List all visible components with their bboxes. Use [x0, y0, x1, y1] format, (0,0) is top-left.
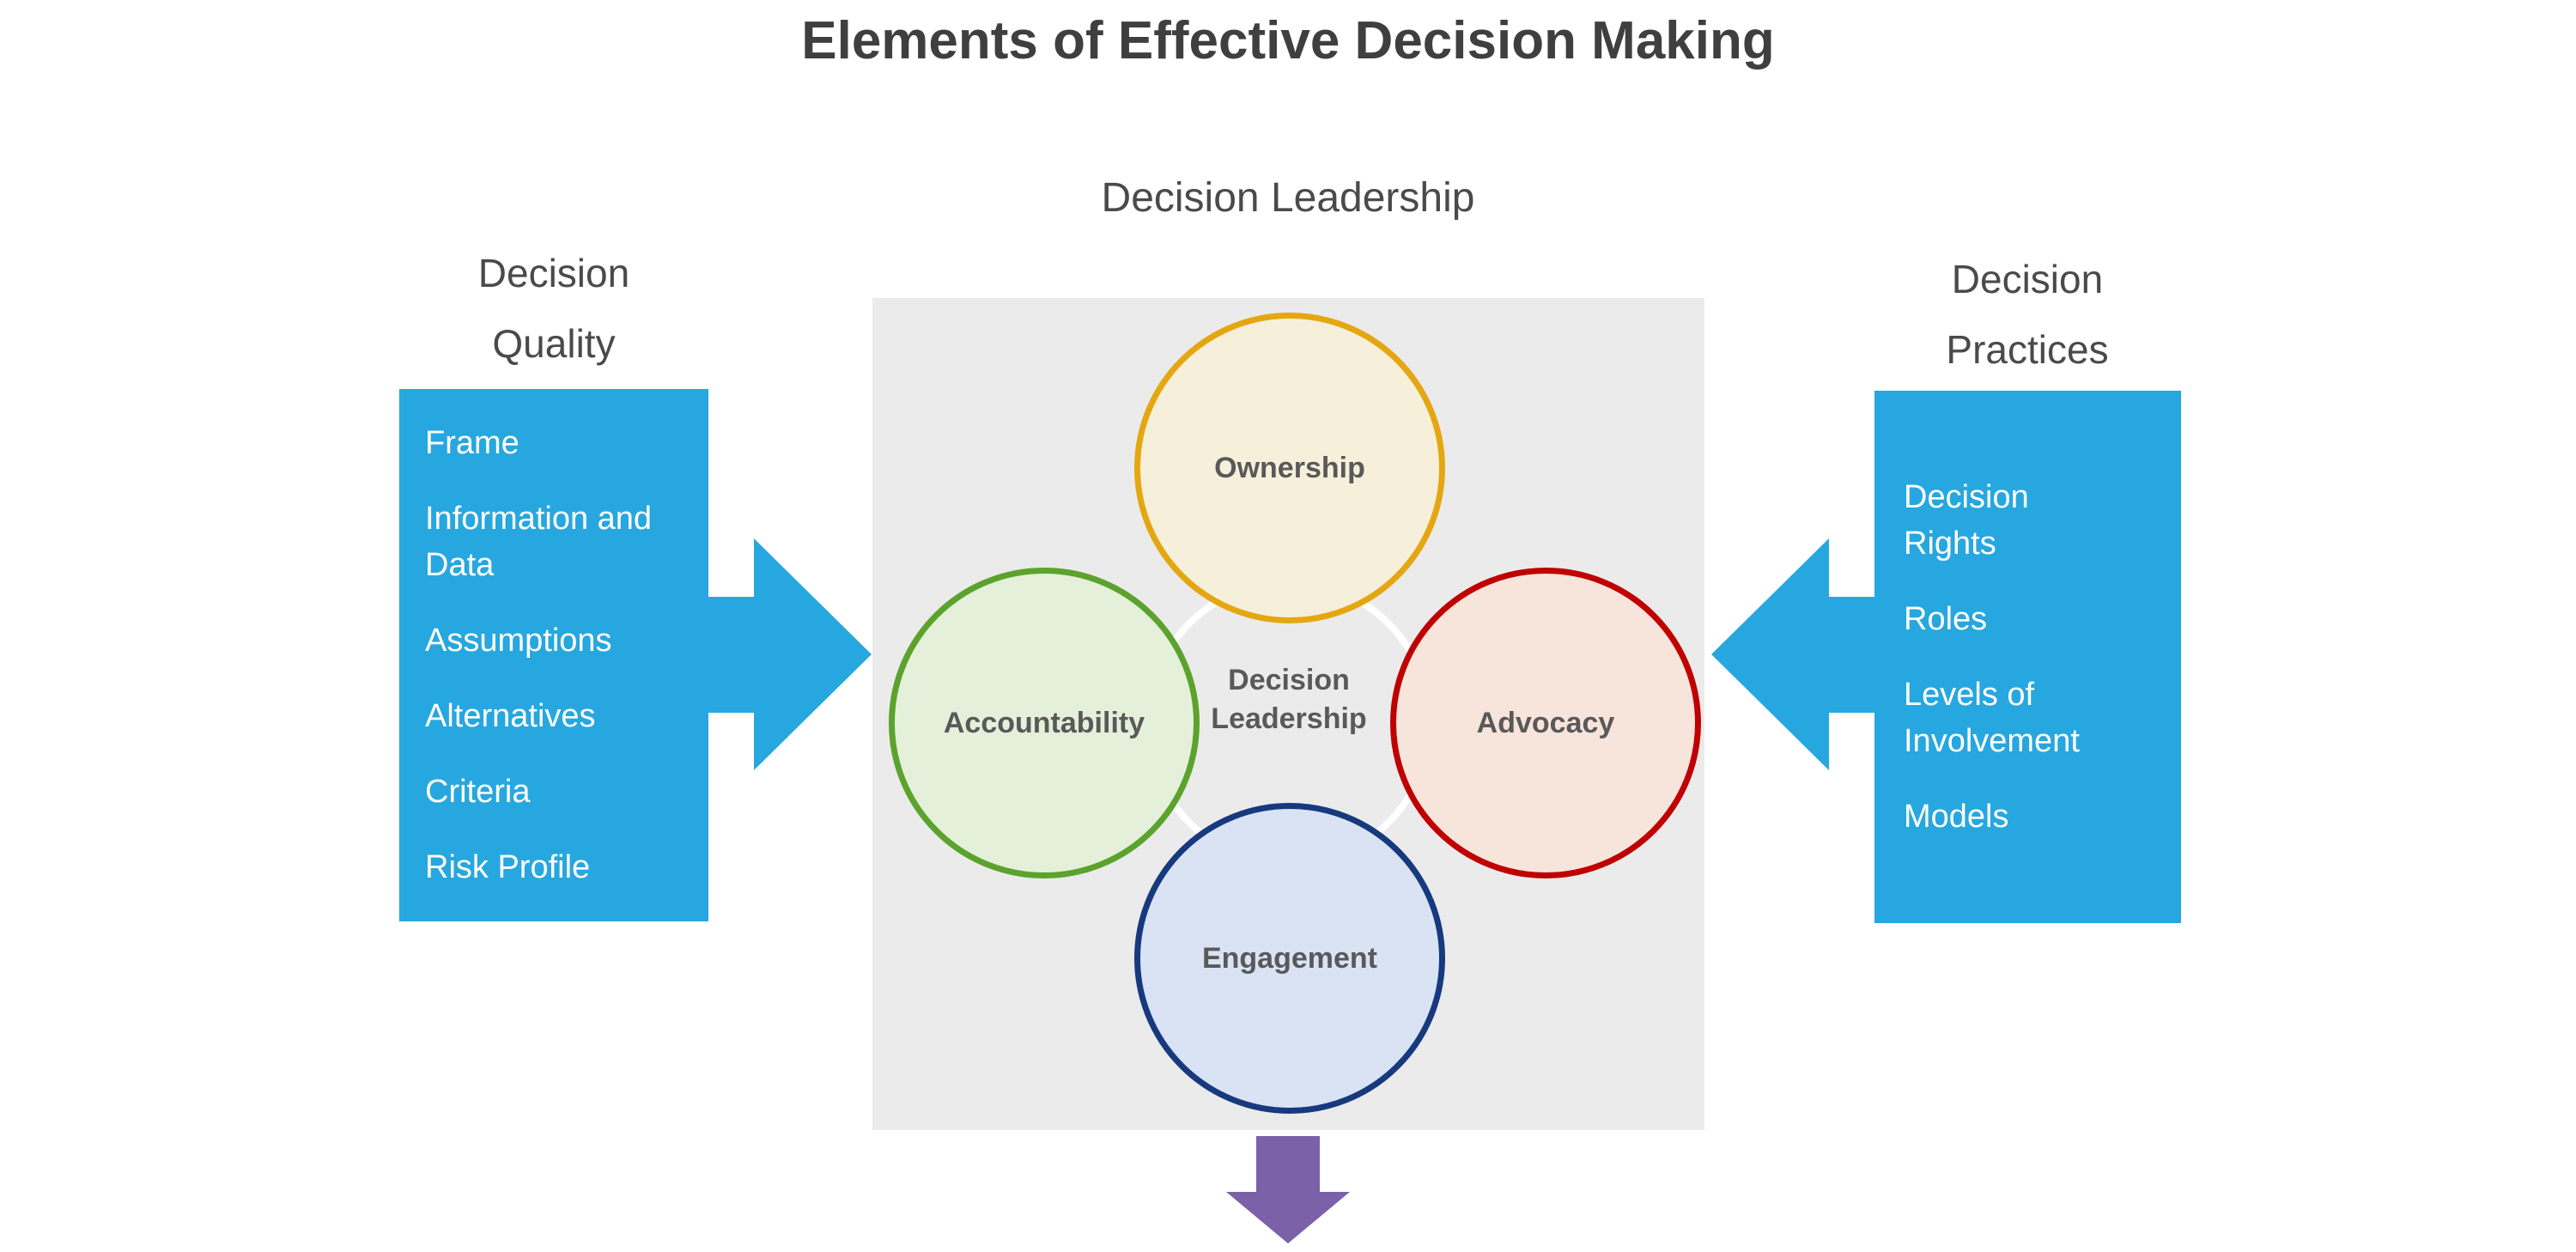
panel-item: Models	[1904, 799, 2009, 835]
ownership-circle: Ownership	[1134, 313, 1445, 623]
circle-label: Ownership	[1214, 451, 1365, 484]
decision-practices-heading: Decision Practices	[1946, 257, 2109, 372]
panel-item: Roles	[1904, 601, 1988, 637]
panel-item: Assumptions	[425, 623, 612, 659]
decision-quality-heading: Decision Quality	[477, 251, 630, 366]
panel-item: Decision Rights	[1904, 479, 2029, 562]
arrow-down-icon	[1226, 1136, 1350, 1243]
decision-leadership-caption: Decision Leadership	[1101, 175, 1475, 221]
circle-label: Accountability	[943, 706, 1145, 739]
circle-label: Engagement	[1201, 941, 1378, 975]
advocacy-circle: Advocacy	[1390, 568, 1701, 878]
engagement-circle: Engagement	[1134, 803, 1445, 1114]
panel-item: Risk Profile	[425, 849, 591, 885]
accountability-circle: Accountability	[889, 568, 1200, 878]
circle-label: Advocacy	[1476, 706, 1615, 739]
page-title: Elements of Effective Decision Making	[801, 11, 1775, 70]
panel-item: Levels of Involvement	[1904, 677, 2080, 759]
decision-practices-panel: Decision Rights Roles Levels of Involvem…	[1874, 391, 2181, 923]
arrow-left-icon	[1711, 538, 1874, 770]
decision-quality-panel: Frame Information and Data Assumptions A…	[399, 389, 708, 921]
arrow-right-icon	[708, 538, 872, 770]
panel-item: Criteria	[425, 774, 531, 810]
panel-item: Alternatives	[425, 698, 596, 734]
center-label: Decision Leadership	[1211, 664, 1367, 735]
panel-item: Frame	[425, 425, 519, 461]
panel-item: Information and Data	[425, 501, 653, 583]
